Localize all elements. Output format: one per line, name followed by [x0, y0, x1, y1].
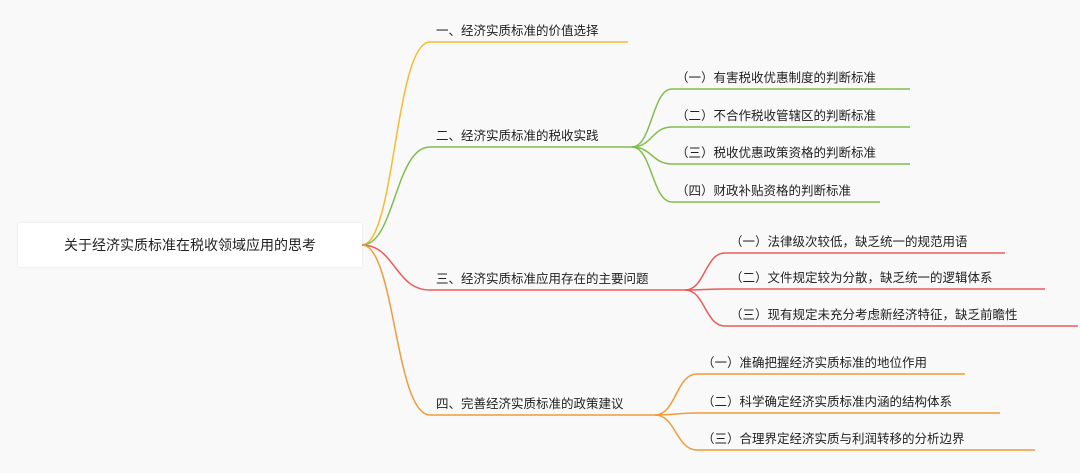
- leaf-node[interactable]: （三）税收优惠政策资格的判断标准: [676, 145, 877, 160]
- connector-branch4-child1: [654, 373, 965, 416]
- connector-root-branch2: [361, 146, 632, 246]
- connector-branch3-child3: [684, 289, 1078, 327]
- leaf-node[interactable]: （一）有害税收优惠制度的判断标准: [676, 70, 877, 85]
- root-node-label: 关于经济实质标准在税收领域应用的思考: [64, 238, 316, 254]
- leaf-node[interactable]: （三）合理界定经济实质与利润转移的分析边界: [702, 431, 965, 446]
- connector-branch2-child2: [631, 126, 910, 148]
- leaf-node[interactable]: （二）不合作税收管辖区的判断标准: [676, 108, 877, 123]
- connector-branch4-child3: [654, 414, 1035, 451]
- leaf-node[interactable]: （二）文件规定较为分散，缺乏统一的逻辑体系: [730, 270, 993, 285]
- connector-branch2-child3: [631, 146, 910, 165]
- branch-node-2[interactable]: 二、经济实质标准的税收实践: [436, 128, 599, 143]
- connector-branch3-child1: [684, 252, 1005, 291]
- connector-root-branch1: [361, 41, 628, 246]
- connector-root-branch4: [361, 244, 655, 416]
- leaf-node[interactable]: （一）准确把握经济实质标准的地位作用: [702, 355, 928, 370]
- connector-branch2-child1: [631, 88, 910, 148]
- connector-branch4-child2: [654, 412, 1000, 416]
- branch-node-4[interactable]: 四、完善经济实质标准的政策建议: [436, 396, 624, 411]
- root-node[interactable]: 关于经济实质标准在税收领域应用的思考: [18, 223, 362, 267]
- connector-root-branch3: [361, 244, 685, 291]
- branch-node-3[interactable]: 三、经济实质标准应用存在的主要问题: [436, 271, 649, 286]
- connector-branch2-child4: [631, 146, 880, 203]
- leaf-node[interactable]: （四）财政补贴资格的判断标准: [676, 183, 852, 198]
- leaf-node[interactable]: （二）科学确定经济实质标准内涵的结构体系: [702, 394, 953, 409]
- connector-branch3-child2: [684, 288, 1045, 291]
- leaf-node[interactable]: （三）现有规定未充分考虑新经济特征，缺乏前瞻性: [730, 307, 1018, 322]
- leaf-node[interactable]: （一）法律级次较低，缺乏统一的规范用语: [730, 234, 968, 249]
- branch-node-1[interactable]: 一、经济实质标准的价值选择: [436, 23, 599, 38]
